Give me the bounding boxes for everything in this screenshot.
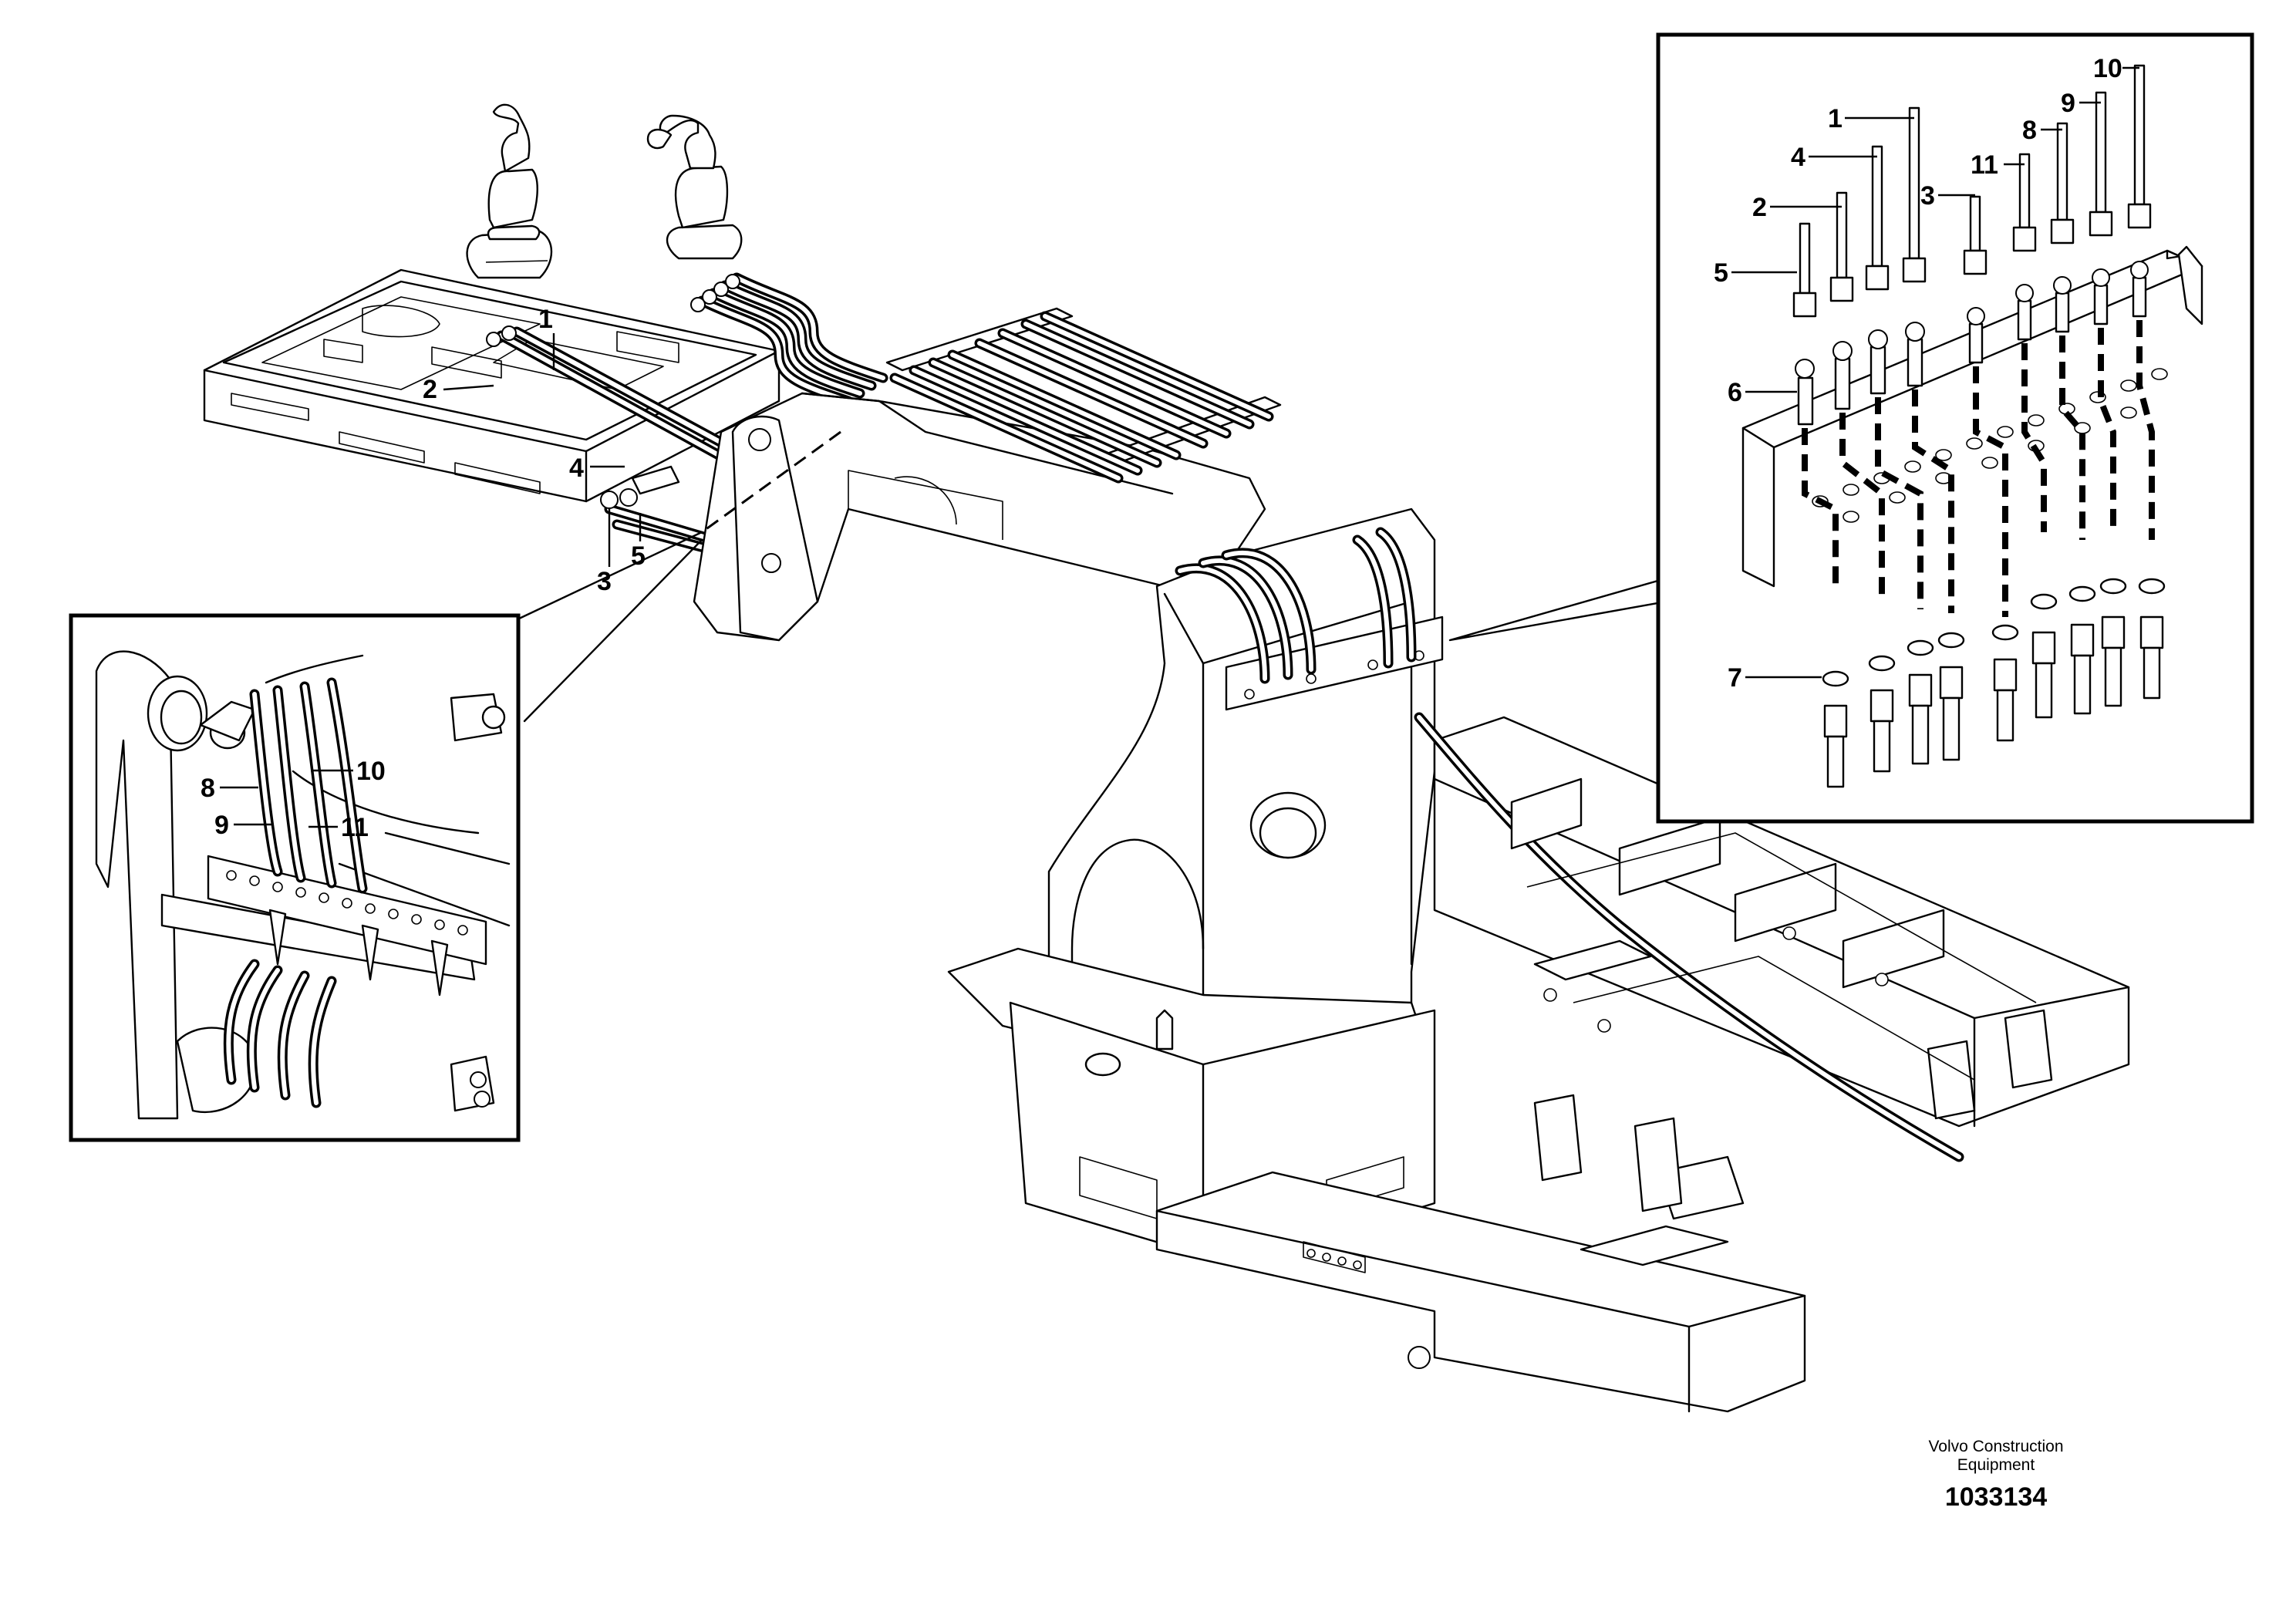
- callout-right-1: 1: [1828, 104, 1843, 133]
- callout-right-11: 11: [1971, 150, 1998, 180]
- callout-main-5: 5: [631, 541, 646, 571]
- callout-right-5: 5: [1714, 258, 1728, 288]
- company-name-line2: Equipment: [1957, 1456, 2035, 1474]
- company-name-line1: Volvo Construction: [1928, 1438, 2063, 1455]
- callout-left-8: 8: [201, 774, 215, 803]
- callout-main-2: 2: [423, 375, 437, 404]
- callout-right-4: 4: [1791, 143, 1805, 172]
- callout-main-4: 4: [569, 454, 584, 483]
- main-callouts: 1 2 4 3 5: [423, 305, 646, 596]
- callout-right-9: 9: [2061, 89, 2075, 118]
- right-chassis: [1414, 712, 2130, 1212]
- joystick-left: [466, 103, 553, 279]
- callout-right-3: 3: [1920, 181, 1935, 211]
- detail-right-lower-fittings: [1822, 578, 2166, 788]
- detail-right-dashed-routes: [1802, 320, 2155, 617]
- callout-left-10: 10: [356, 757, 386, 786]
- upper-hose-rack: [885, 307, 1282, 484]
- title-block: Volvo Construction Equipment 1033134: [1928, 1438, 2063, 1512]
- detail-right-plate-holes: [1812, 368, 2168, 523]
- reference-leaders: [488, 430, 1667, 723]
- main-hose-bundle: [486, 272, 888, 561]
- column-tower: [1047, 508, 1444, 1066]
- detail-right-upper-hoses: [1792, 64, 2152, 426]
- detail-view-left: 8 9 10 11: [69, 613, 521, 1142]
- callout-main-1: 1: [538, 305, 553, 334]
- lower-frame: [947, 947, 1806, 1413]
- callout-main-3: 3: [597, 567, 612, 596]
- detail-left-bolt-row: [226, 870, 468, 936]
- callout-left-11: 11: [341, 813, 369, 842]
- callout-right-10: 10: [2093, 54, 2122, 83]
- callout-right-6: 6: [1728, 378, 1742, 407]
- callout-right-7: 7: [1728, 663, 1742, 693]
- detail-view-right: 10 1 9 8 4 11 3 2 5 6 7: [1656, 32, 2254, 824]
- joystick-right: [646, 114, 743, 260]
- drawing-number: 1033134: [1945, 1482, 2047, 1512]
- callout-right-2: 2: [1752, 193, 1767, 222]
- callout-right-8: 8: [2022, 116, 2037, 145]
- callout-left-9: 9: [214, 811, 229, 840]
